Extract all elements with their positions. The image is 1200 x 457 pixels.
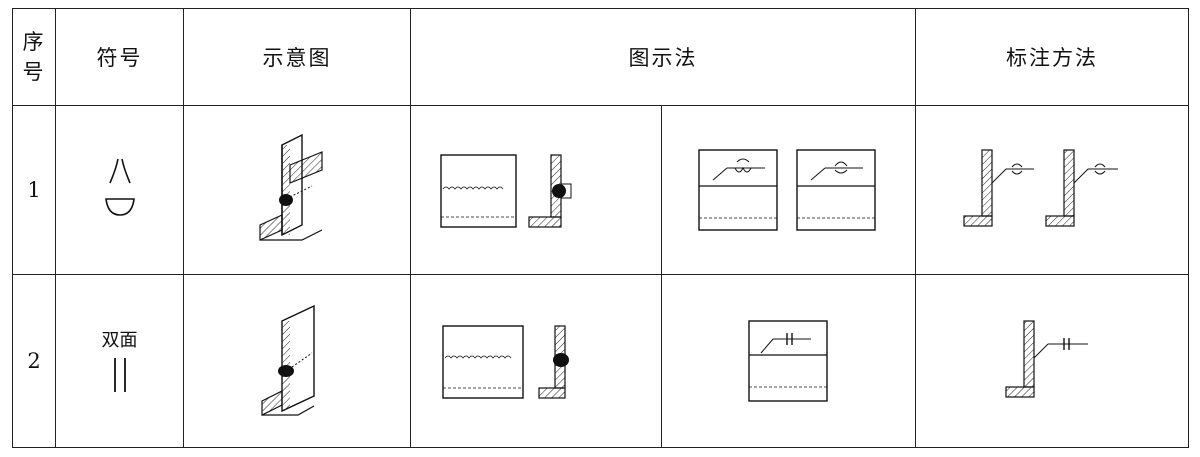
header-schematic: 示意图: [183, 8, 411, 106]
row-number: 2: [12, 273, 56, 449]
double-i-weld-symbol-icon: [113, 357, 126, 392]
marking-cell: [915, 104, 1189, 275]
header-marking-method: 标注方法: [915, 8, 1189, 106]
marking-drawing-2: [1005, 320, 1088, 398]
marking-drawing-1: [963, 149, 1118, 227]
header-seq-line1: 序: [22, 29, 46, 54]
graphic-cell-marked-views: [661, 104, 916, 275]
table-row: 2 双面: [12, 273, 1189, 449]
header-row: 序 号 符号 示意图 图示法 标注方法: [12, 8, 1189, 106]
weld-symbol-table: 序 号 符号 示意图 图示法 标注方法 1: [12, 8, 1189, 449]
schematic-cell: [183, 104, 411, 275]
header-seq-line2: 号: [22, 59, 46, 84]
schematic-iso-drawing-1: [259, 133, 323, 241]
header-graphic-method: 图示法: [410, 8, 916, 106]
symbol-label: 双面: [101, 329, 138, 351]
row-number: 1: [12, 104, 56, 275]
schematic-iso-drawing-2: [261, 304, 315, 416]
flare-bevel-symbol-icon: [104, 158, 135, 216]
graphic-cell-marked-view: [661, 273, 916, 449]
schematic-cell: [183, 273, 411, 449]
table-row: 1: [12, 104, 1189, 275]
graphic-view-2a: [442, 325, 569, 399]
header-seq: 序 号: [12, 8, 56, 106]
header-symbol: 符号: [55, 8, 184, 106]
graphic-view-2b: [747, 320, 828, 402]
marking-cell: [915, 273, 1189, 449]
symbol-cell: 双面: [55, 273, 184, 449]
symbol-cell: [55, 104, 184, 275]
graphic-view-1a: [440, 154, 572, 228]
graphic-view-1b: [697, 149, 876, 231]
graphic-cell-front-side: [410, 273, 662, 449]
graphic-cell-front-side: [410, 104, 662, 275]
